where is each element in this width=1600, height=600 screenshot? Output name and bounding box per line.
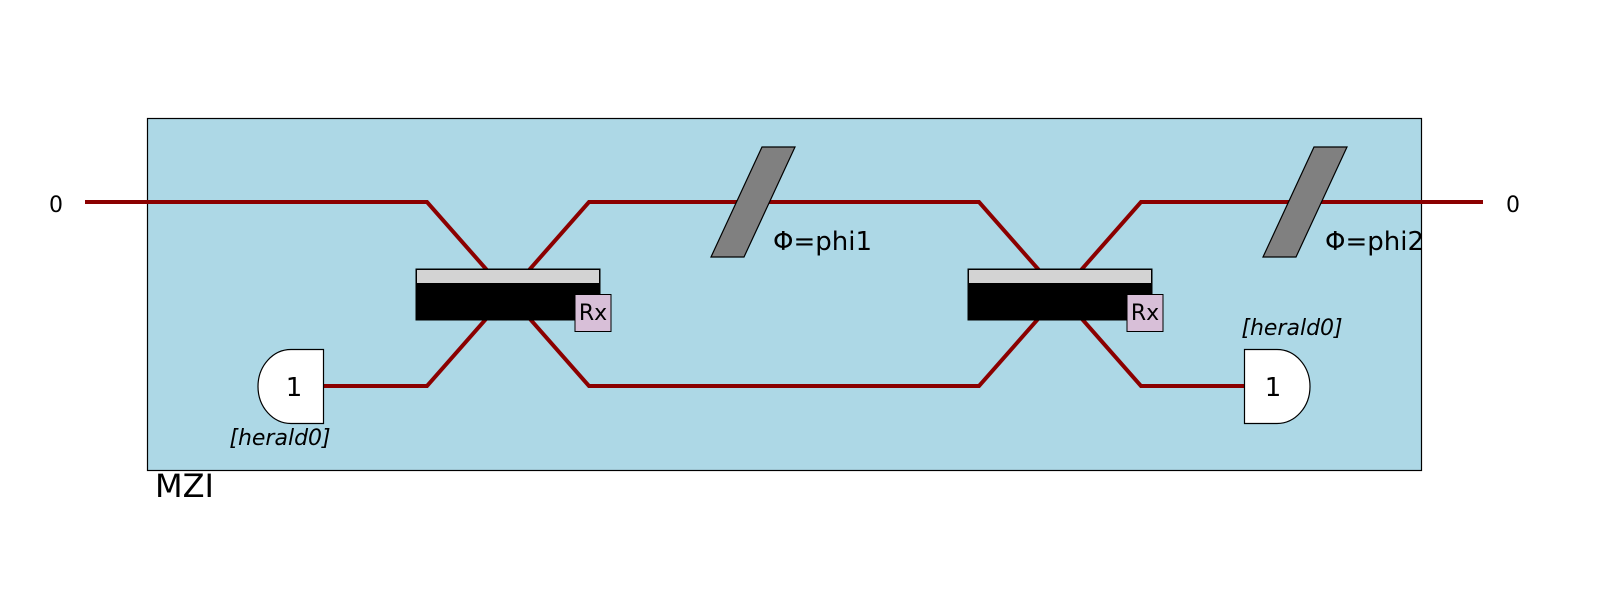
beam-splitter-top: [416, 269, 600, 284]
herald-value: 1: [1265, 373, 1282, 403]
output-mode-label: 0: [1506, 193, 1520, 218]
herald-label: [herald0]: [229, 426, 330, 451]
mzi-box: [146, 117, 1423, 472]
phase-shifter-shape: [1262, 146, 1348, 258]
phase-shifter-shape: [710, 146, 796, 258]
phase-shifter-2: Φ=phi2: [1262, 146, 1424, 258]
input-mode-label: 0: [49, 193, 63, 218]
rx-tag: [1126, 294, 1164, 332]
herald-value: 1: [286, 373, 303, 403]
beam-splitter-1: Rx: [415, 268, 612, 332]
wires: [85, 200, 1483, 388]
phase-label: Φ=phi2: [1325, 227, 1424, 257]
beam-splitter-top: [968, 269, 1152, 284]
herald-output: 1 [herald0]: [1241, 316, 1343, 425]
herald-input: 1 [herald0]: [229, 348, 331, 451]
circuit-name: MZI: [155, 467, 214, 505]
rx-label: Rx: [579, 301, 607, 326]
phase-shifter-1: Φ=phi1: [710, 146, 872, 258]
herald-detector-shape: [257, 348, 325, 425]
wire-mode-0-path-a: [85, 200, 1483, 388]
rx-tag: [574, 294, 612, 332]
phase-label: Φ=phi1: [773, 227, 872, 257]
herald-detector-shape: [1243, 348, 1311, 425]
wire-mode-1-path-b: [323, 200, 1244, 388]
rx-label: Rx: [1131, 301, 1159, 326]
herald-label: [herald0]: [1241, 316, 1342, 341]
beam-splitter-2: Rx: [967, 268, 1164, 332]
